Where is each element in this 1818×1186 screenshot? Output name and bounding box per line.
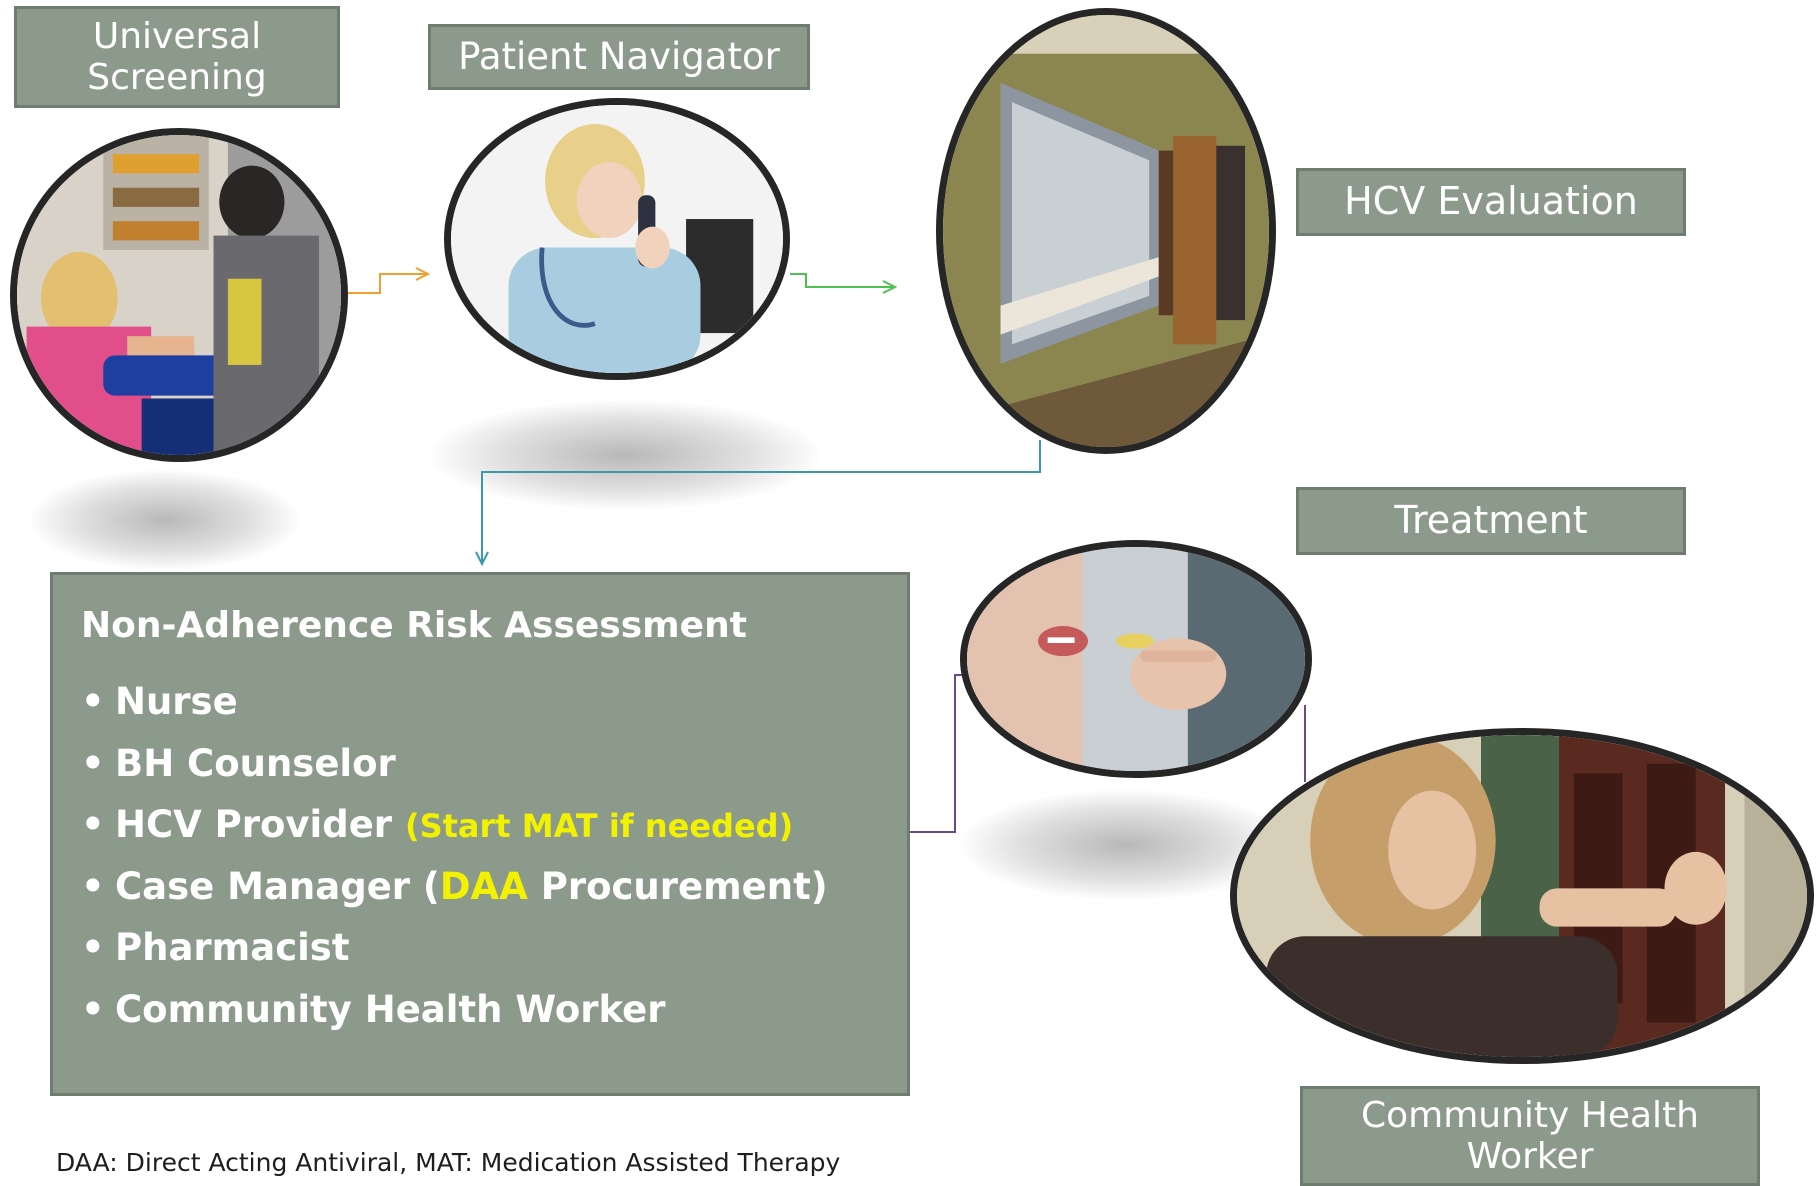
daa-highlight: DAA	[439, 864, 528, 908]
assessment-title: Non-Adherence Risk Assessment	[81, 605, 747, 646]
screening-shadow	[30, 470, 300, 570]
label-universal-screening: Universal Screening	[14, 6, 340, 108]
assessment-box: Non-Adherence Risk Assessment •Nurse •BH…	[50, 572, 910, 1096]
list-item-community-health-worker: •Community Health Worker	[81, 987, 666, 1031]
label-community-health-worker: Community Health Worker	[1300, 1086, 1760, 1186]
arrow-screening-to-navigator	[348, 274, 428, 294]
list-item-case-manager: •Case Manager (DAA Procurement)	[81, 864, 828, 908]
label-treatment: Treatment	[1296, 487, 1686, 555]
photo-blood-draw	[10, 128, 348, 462]
label-patient-navigator: Patient Navigator	[428, 24, 810, 90]
arrow-evaluation-to-assessment	[482, 440, 1041, 564]
photo-knocking-door	[1230, 728, 1814, 1064]
list-item-hcv-provider: •HCV Provider (Start MAT if needed)	[81, 803, 794, 846]
assessment-list: •Nurse •BH Counselor •HCV Provider (Star…	[81, 671, 828, 1040]
list-item-pharmacist: •Pharmacist	[81, 926, 350, 969]
list-item-nurse: •Nurse	[81, 680, 238, 723]
navigator-shadow	[430, 400, 820, 510]
photo-clinic-window	[936, 8, 1276, 454]
connector-assessment-to-treatment	[910, 674, 966, 833]
photo-taking-pill	[960, 540, 1312, 778]
hcv-provider-note: (Start MAT if needed)	[404, 807, 794, 845]
arrow-navigator-to-evaluation	[790, 273, 895, 287]
photo-nurse-phone	[444, 98, 790, 380]
label-hcv-evaluation: HCV Evaluation	[1296, 168, 1686, 236]
list-item-bh-counselor: •BH Counselor	[81, 741, 396, 785]
footnote: DAA: Direct Acting Antiviral, MAT: Medic…	[56, 1148, 841, 1177]
